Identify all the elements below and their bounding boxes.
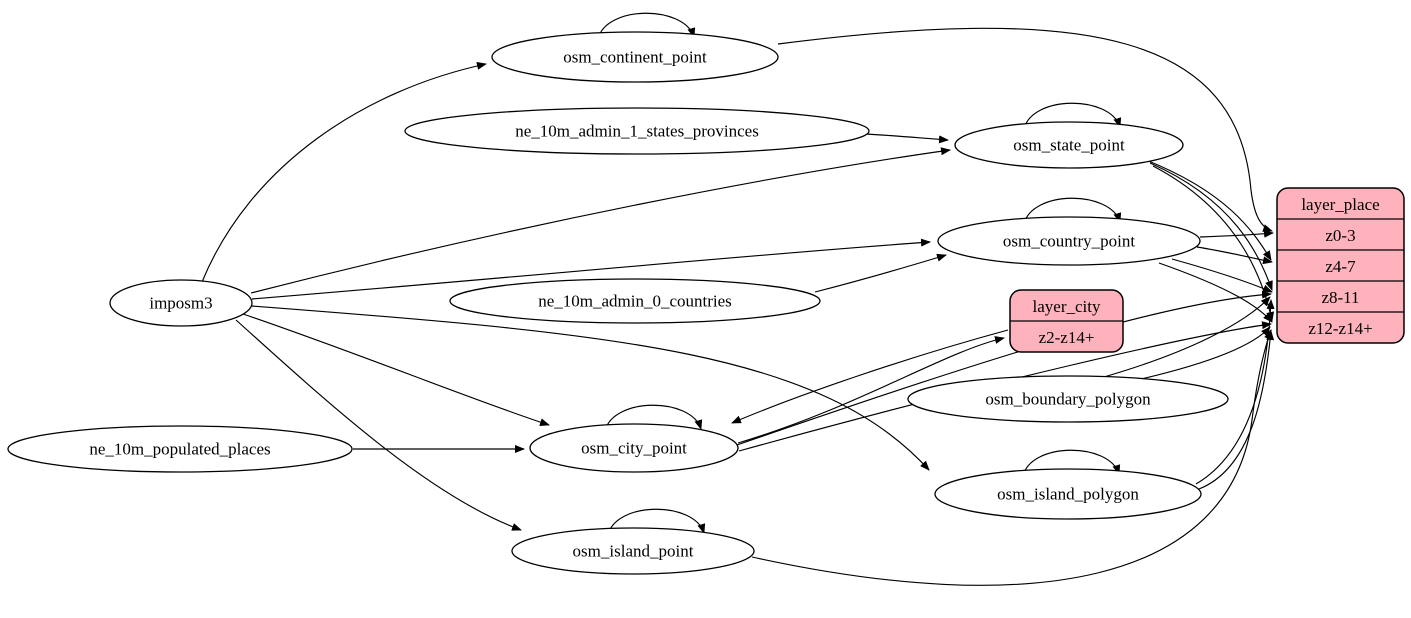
node-ne_10m_admin_1_states_provinces: ne_10m_admin_1_states_provinces (404, 107, 870, 155)
edge-imposm3-to-osm_state_point (250, 147, 951, 294)
node-shape-osm_boundary_polygon (907, 375, 1229, 423)
node-imposm3: imposm3 (109, 279, 253, 327)
edge-osm_country_point-to-layer_place-z8-11 (1171, 258, 1273, 293)
edge-osm_island_polygon-to-layer_place-z12-z14+ (1198, 330, 1275, 490)
edge-osm_boundary_polygon-to-layer_place-z8-11 (1096, 296, 1271, 380)
node-osm_island_point: osm_island_point (511, 527, 755, 575)
node-layer_place: layer_place z0-3 z4-7 z8-11 z12-z14+ (1276, 187, 1405, 344)
node-osm_city_point: osm_city_point (529, 423, 739, 473)
node-label-imposm3: imposm3 (149, 294, 212, 313)
node-label-ne_10m_admin_0_countries: ne_10m_admin_0_countries (538, 292, 732, 311)
edge-osm_island_point-to-layer_place-z12-z14+ (751, 329, 1272, 586)
record-row-layer_place-3: z12-z14+ (1308, 319, 1372, 338)
node-shape-osm_island_polygon (934, 468, 1202, 520)
node-shape-ne_10m_populated_places (7, 425, 353, 473)
node-label-ne_10m_populated_places: ne_10m_populated_places (89, 440, 270, 459)
nodes-layer: imposm3 osm_continent_point ne_10m_admin_1… (7, 31, 1405, 575)
node-osm_country_point: osm_country_point (937, 216, 1201, 266)
self-loop-osm_country_point (1023, 197, 1122, 225)
edge-imposm3-to-osm_country_point (251, 238, 931, 300)
node-shape-osm_state_point (954, 121, 1184, 169)
node-label-osm_island_polygon: osm_island_polygon (997, 485, 1139, 504)
edge-osm_state_point-to-layer_place-z8-11 (1149, 162, 1273, 291)
edge-osm_country_point-to-layer_place-z12-z14+ (1158, 262, 1273, 323)
node-shape-osm_city_point (529, 423, 739, 473)
node-label-ne_10m_admin_1_states_provinces: ne_10m_admin_1_states_provinces (515, 122, 759, 141)
node-shape-osm_country_point (937, 216, 1201, 266)
edge-osm_continent_point-to-layer_place-z0-3 (777, 27, 1273, 232)
node-shape-osm_continent_point (491, 31, 779, 83)
node-ne_10m_admin_0_countries: ne_10m_admin_0_countries (449, 278, 821, 324)
self-loop-osm_state_point (1023, 102, 1122, 130)
edge-imposm3-to-osm_city_point (242, 313, 550, 427)
node-label-osm_state_point: osm_state_point (1013, 136, 1125, 155)
self-loop-osm_island_polygon (1022, 449, 1121, 477)
edge-osm_city_point-to-layer_city-z2-z14+ (737, 336, 1005, 444)
edge-ne_10m_admin_1_states_provinces-to-osm_state_point (865, 133, 949, 144)
self-loops-layer (597, 12, 1122, 536)
node-osm_boundary_polygon: osm_boundary_polygon (907, 375, 1229, 423)
edge-osm_boundary_polygon-to-layer_place-z12-z14+ (1118, 326, 1271, 385)
node-label-osm_country_point: osm_country_point (1003, 232, 1135, 251)
record-row-layer_city-0: z2-z14+ (1039, 328, 1095, 347)
node-osm_state_point: osm_state_point (954, 121, 1184, 169)
record-row-layer_place-0: z0-3 (1325, 226, 1355, 245)
edge-ne_10m_admin_0_countries-to-osm_country_point (814, 253, 947, 293)
node-ne_10m_populated_places: ne_10m_populated_places (7, 425, 353, 473)
node-osm_island_polygon: osm_island_polygon (934, 468, 1202, 520)
edge-imposm3-to-osm_island_point (235, 319, 522, 531)
edge-imposm3-to-osm_island_polygon (251, 305, 930, 471)
node-shape-osm_island_point (511, 527, 755, 575)
edge-osm_country_point-to-layer_place-z0-3 (1199, 229, 1274, 238)
edge-imposm3-to-osm_continent_point (201, 61, 487, 283)
node-layer_city: layer_city z2-z14+ (1009, 289, 1124, 353)
edge-osm_city_point-to-layer_place-z8-11 (736, 290, 1272, 446)
edge-osm_state_point-to-layer_place-z4-7 (1145, 159, 1272, 261)
edge-layer_city-to-osm_city_point (731, 329, 1009, 424)
self-loop-osm_continent_point (597, 12, 696, 40)
node-label-osm_continent_point: osm_continent_point (563, 48, 707, 67)
record-row-layer_place-1: z4-7 (1325, 257, 1356, 276)
record-box-layer_place (1276, 187, 1405, 344)
self-loop-osm_island_point (607, 508, 706, 536)
node-shape-ne_10m_admin_1_states_provinces (404, 107, 870, 155)
edge-osm_city_point-to-layer_place-z12-z14+ (738, 321, 1272, 452)
node-osm_continent_point: osm_continent_point (491, 31, 779, 83)
edge-osm_country_point-to-layer_place-z4-7 (1196, 246, 1273, 265)
self-loop-osm_city_point (604, 404, 703, 432)
node-shape-ne_10m_admin_0_countries (449, 278, 821, 324)
node-label-osm_island_point: osm_island_point (573, 542, 694, 561)
node-label-osm_city_point: osm_city_point (581, 439, 687, 458)
record-row-layer_place-2: z8-11 (1321, 288, 1359, 307)
record-title-layer_place: layer_place (1301, 195, 1379, 214)
node-shape-imposm3 (109, 279, 253, 327)
edges-layer (201, 27, 1275, 586)
node-label-osm_boundary_polygon: osm_boundary_polygon (985, 390, 1151, 409)
record-title-layer_city: layer_city (1033, 297, 1101, 316)
